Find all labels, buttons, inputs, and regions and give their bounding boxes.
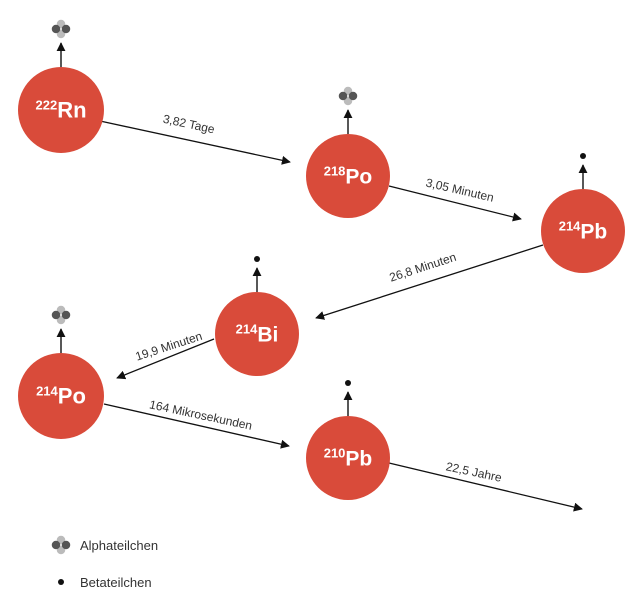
nucleus-circle (18, 353, 104, 439)
element-symbol: Pb (345, 447, 372, 470)
nuclide-label: 210Pb (324, 445, 373, 470)
mass-number: 214 (559, 218, 581, 233)
element-symbol: Po (345, 165, 372, 188)
element-symbol: Po (58, 384, 86, 409)
legend-beta-label: Betateilchen (80, 575, 152, 590)
decay-arrow (388, 462, 583, 512)
decay-arrow (99, 120, 291, 165)
nuclide-label: 214Bi (236, 321, 279, 346)
mass-number: 214 (236, 321, 258, 336)
nucleus-circle (306, 416, 390, 500)
alpha-particle-icon (51, 19, 71, 39)
beta-particle-icon (254, 256, 260, 262)
nuclide-label: 222Rn (35, 97, 86, 122)
half-life-label: 3,05 Minuten (425, 175, 496, 204)
half-life-label: 3,82 Tage (162, 112, 217, 137)
nucleus-circle (306, 134, 390, 218)
decay-arrow (103, 403, 290, 449)
element-symbol: Rn (57, 98, 86, 123)
beta-particle-icon (580, 153, 586, 159)
nucleus-circle (541, 189, 625, 273)
alpha-particle-icon (338, 86, 358, 106)
half-life-label: 164 Mikrosekunden (148, 397, 253, 432)
legend-beta-icon (58, 579, 64, 585)
decay-arrow (315, 244, 544, 320)
half-life-label: 26,8 Minuten (388, 250, 458, 285)
nuclide-label: 214Pb (559, 218, 608, 243)
nucleus-pb210: 210Pb (306, 416, 390, 500)
half-life-label: 22,5 Jahre (445, 459, 504, 485)
mass-number: 218 (324, 163, 346, 178)
legend-alpha-label: Alphateilchen (80, 538, 158, 553)
legend-alpha-icon (51, 535, 71, 555)
nucleus-circle (18, 67, 104, 153)
alpha-particle-icon (51, 305, 71, 325)
element-symbol: Pb (580, 220, 607, 243)
nucleus-pb214: 214Pb (541, 189, 625, 273)
mass-number: 210 (324, 445, 346, 460)
element-symbol: Bi (257, 323, 278, 346)
nucleus-po214: 214Po (18, 353, 104, 439)
nuclide-label: 214Po (36, 383, 86, 408)
mass-number: 222 (35, 97, 57, 112)
nucleus-po218: 218Po (306, 134, 390, 218)
nuclide-label: 218Po (324, 163, 373, 188)
decay-arrow (388, 185, 522, 222)
half-life-label: 19,9 Minuten (134, 329, 204, 364)
nucleus-rn222: 222Rn (18, 67, 104, 153)
mass-number: 214 (36, 383, 58, 398)
beta-particle-icon (345, 380, 351, 386)
nucleus-circle (215, 292, 299, 376)
nucleus-bi214: 214Bi (215, 292, 299, 376)
decay-arrow (116, 338, 215, 380)
